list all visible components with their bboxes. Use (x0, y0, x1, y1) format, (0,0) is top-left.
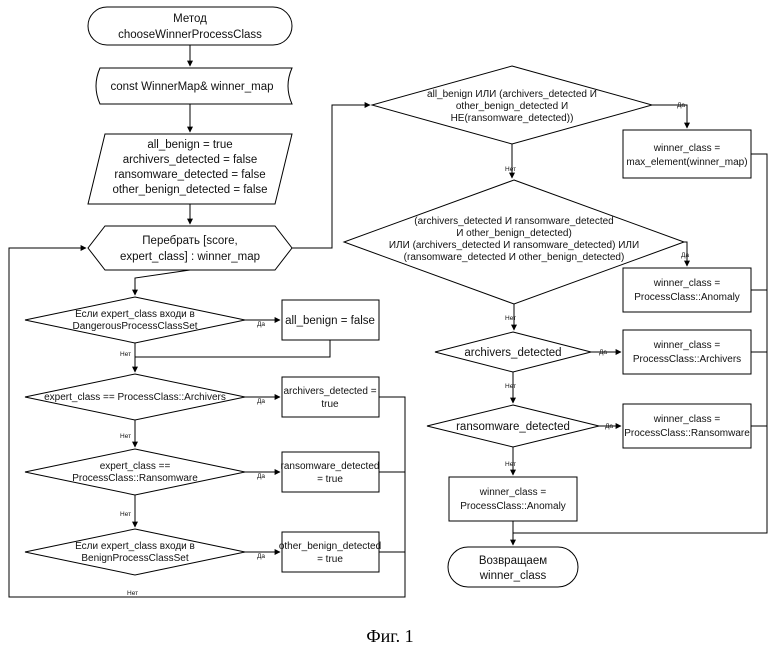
svg-text:И other_benign_detected): И other_benign_detected) (456, 228, 572, 239)
svg-text:all_benign = true: all_benign = true (147, 139, 232, 151)
label-yes: Да (605, 423, 613, 430)
svg-text:all_benign ИЛИ (archivers_dete: all_benign ИЛИ (archivers_detected И (427, 89, 597, 100)
decision-archivers-label: expert_class == ProcessClass::Archivers (44, 392, 226, 403)
svg-text:ProcessClass::Ransomware: ProcessClass::Ransomware (624, 428, 750, 439)
svg-text:expert_class ==: expert_class == (100, 461, 171, 472)
process-winner-anomaly-1 (623, 268, 751, 312)
process-winner-anomaly-2 (449, 477, 577, 521)
decision-benign-label: Если expert_class входи в BenignProcessC… (75, 541, 195, 564)
svg-text:= true: = true (317, 554, 343, 565)
process-winner-max-element (623, 130, 751, 178)
label-no: Нет (120, 433, 131, 440)
label-yes: Да (257, 473, 265, 480)
svg-text:(ransomware_detected И other_b: (ransomware_detected И other_benign_dete… (404, 252, 625, 263)
decision-benign-set (25, 529, 245, 575)
decision-dangerous-set (25, 297, 245, 343)
svg-text:DangerousProcessClassSet: DangerousProcessClassSet (72, 321, 197, 332)
svg-text:other_benign_detected = false: other_benign_detected = false (112, 184, 267, 196)
svg-text:ProcessClass::Ransomware: ProcessClass::Ransomware (72, 473, 198, 484)
label-no: Нет (505, 166, 516, 173)
label-no: Нет (505, 461, 516, 468)
connector-line (135, 340, 330, 357)
label-yes: Да (681, 252, 689, 259)
svg-text:(archivers_detected И ransomwa: (archivers_detected И ransomware_detecte… (414, 216, 614, 227)
svg-text:winner_class: winner_class (479, 570, 547, 582)
svg-text:= true: = true (317, 474, 343, 485)
decision-archivers-detected-label: archivers_detected (464, 347, 561, 359)
svg-text:ИЛИ (archivers_detected И rans: ИЛИ (archivers_detected И ransomware_det… (389, 240, 639, 251)
label-no: Нет (120, 511, 131, 518)
decision-condition-2-label: (archivers_detected И ransomware_detecte… (389, 216, 639, 263)
svg-text:Возвращаем: Возвращаем (479, 555, 547, 567)
svg-text:BenignProcessClassSet: BenignProcessClassSet (81, 553, 188, 564)
svg-text:ProcessClass::Anomaly: ProcessClass::Anomaly (460, 501, 566, 512)
process-ransomware-detected (282, 452, 379, 492)
svg-text:winner_class =: winner_class = (653, 278, 721, 289)
svg-text:other_benign_detected И: other_benign_detected И (456, 101, 568, 112)
svg-text:ransomware_detected: ransomware_detected (281, 461, 380, 472)
svg-text:expert_class] : winner_map: expert_class] : winner_map (120, 251, 260, 263)
svg-text:true: true (321, 399, 339, 410)
svg-text:archivers_detected =: archivers_detected = (283, 386, 376, 397)
svg-text:Метод: Метод (173, 13, 207, 25)
label-no: Нет (505, 315, 516, 322)
decision-ransomware-class (25, 449, 245, 495)
label-no: Нет (505, 383, 516, 390)
svg-text:max_element(winner_map): max_element(winner_map) (626, 157, 747, 168)
label-no: Нет (127, 590, 138, 597)
process-winner-ransomware (623, 404, 751, 448)
label-yes: Да (257, 321, 265, 328)
svg-text:other_benign_detected: other_benign_detected (279, 541, 381, 552)
decision-dangerous-label: Если expert_class входи в DangerousProce… (72, 309, 197, 332)
svg-text:winner_class =: winner_class = (479, 487, 547, 498)
svg-text:chooseWinnerProcessClass: chooseWinnerProcessClass (118, 29, 262, 41)
svg-text:НЕ(ransomware_detected)): НЕ(ransomware_detected)) (451, 113, 574, 124)
label-yes: Да (599, 349, 607, 356)
svg-text:ransomware_detected = false: ransomware_detected = false (114, 169, 265, 181)
svg-text:winner_class =: winner_class = (653, 143, 721, 154)
process-archivers-detected (282, 377, 379, 417)
svg-text:Если expert_class входи в: Если expert_class входи в (75, 309, 195, 320)
process-other-benign-detected (282, 532, 379, 572)
svg-text:Перебрать [score,: Перебрать [score, (142, 235, 237, 247)
process-winner-archivers (623, 330, 751, 374)
figure-caption: Фиг. 1 (0, 626, 780, 647)
label-yes: Да (257, 553, 265, 560)
input-label: const WinnerMap& winner_map (111, 81, 274, 93)
svg-text:archivers_detected = false: archivers_detected = false (123, 154, 258, 166)
label-yes: Да (677, 102, 685, 109)
svg-text:winner_class =: winner_class = (653, 414, 721, 425)
decision-ransomware-detected-label: ransomware_detected (456, 421, 570, 433)
svg-text:Если expert_class входи в: Если expert_class входи в (75, 541, 195, 552)
svg-text:ProcessClass::Anomaly: ProcessClass::Anomaly (634, 292, 740, 303)
process-all-benign-label: all_benign = false (285, 315, 375, 327)
loop-winner-map (88, 226, 292, 270)
svg-text:winner_class =: winner_class = (653, 340, 721, 351)
label-yes: Да (257, 398, 265, 405)
svg-text:ProcessClass::Archivers: ProcessClass::Archivers (633, 354, 741, 365)
connector-line (135, 270, 190, 295)
connector-line (292, 105, 370, 248)
label-no: Нет (120, 351, 131, 358)
